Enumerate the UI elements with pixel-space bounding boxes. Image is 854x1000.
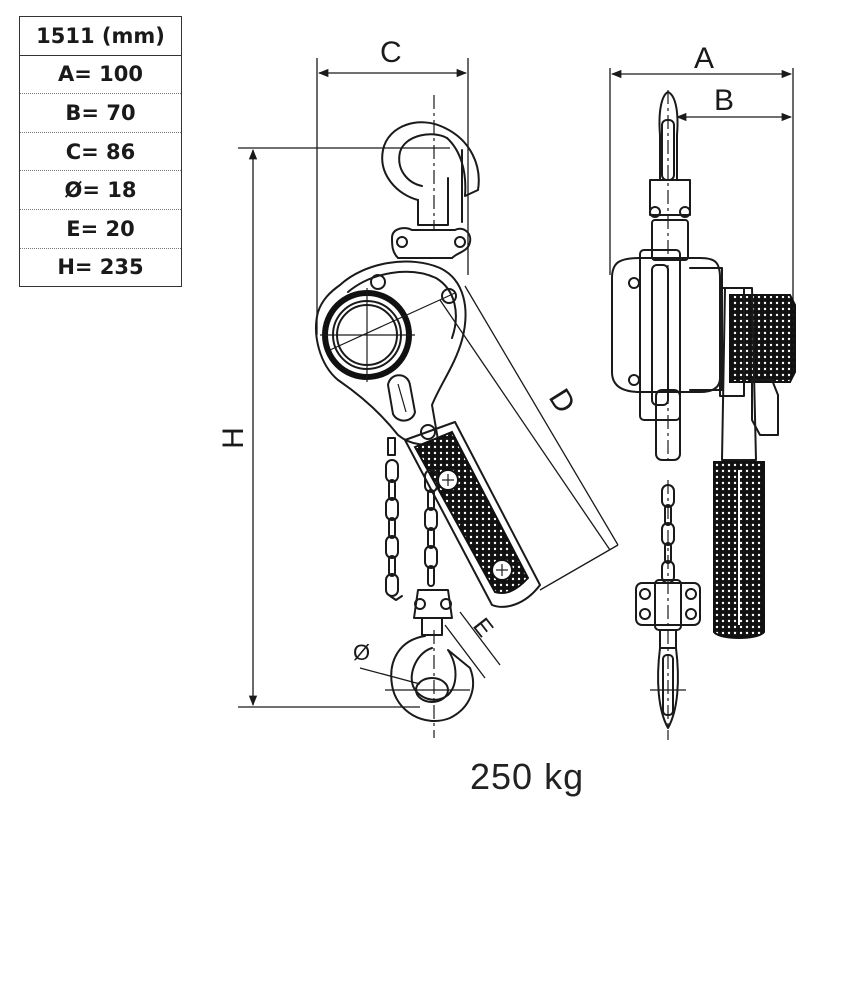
label-e: E: [467, 613, 498, 642]
dimension-b: B: [675, 84, 793, 122]
lever-handle: [404, 421, 541, 608]
spec-row-phi: Ø= 18: [19, 170, 182, 210]
label-phi: Ø: [353, 640, 370, 665]
spec-row-b: B= 70: [19, 93, 182, 133]
front-bottom-hook: [635, 480, 701, 740]
label-b: B: [714, 84, 734, 117]
front-view: A B: [609, 42, 796, 740]
dimension-e: E: [444, 611, 501, 679]
spec-row-c: C= 86: [19, 132, 182, 172]
spec-row-a: A= 100: [19, 55, 182, 95]
dimension-a: A: [609, 42, 794, 305]
dimension-h: H: [217, 147, 450, 708]
front-lever: [713, 287, 765, 639]
dimension-d: D: [439, 285, 619, 591]
capacity-label: 250 kg: [470, 756, 585, 797]
bottom-hook: [385, 589, 475, 738]
side-view: C H D E Ø: [217, 36, 619, 738]
top-hook: [381, 95, 480, 230]
load-chain: [385, 437, 438, 601]
dimension-phi: Ø: [353, 640, 421, 685]
front-housing: [611, 249, 796, 461]
label-d: D: [542, 383, 581, 419]
hoist-body: [315, 260, 467, 446]
spec-table: 1511 (mm) A= 100 B= 70 C= 86 Ø= 18 E= 20…: [19, 16, 182, 288]
dimension-c: C: [316, 36, 469, 335]
bracket-bolt-left: [396, 236, 408, 248]
label-h: H: [217, 427, 250, 449]
bracket-bolt-right: [454, 236, 466, 248]
label-c: C: [380, 36, 402, 69]
top-bracket: [391, 227, 472, 259]
spec-row-h: H= 235: [57, 255, 144, 280]
spec-table-header: 1511 (mm): [19, 16, 182, 56]
label-a: A: [694, 42, 714, 75]
spec-row-e: E= 20: [19, 209, 182, 249]
